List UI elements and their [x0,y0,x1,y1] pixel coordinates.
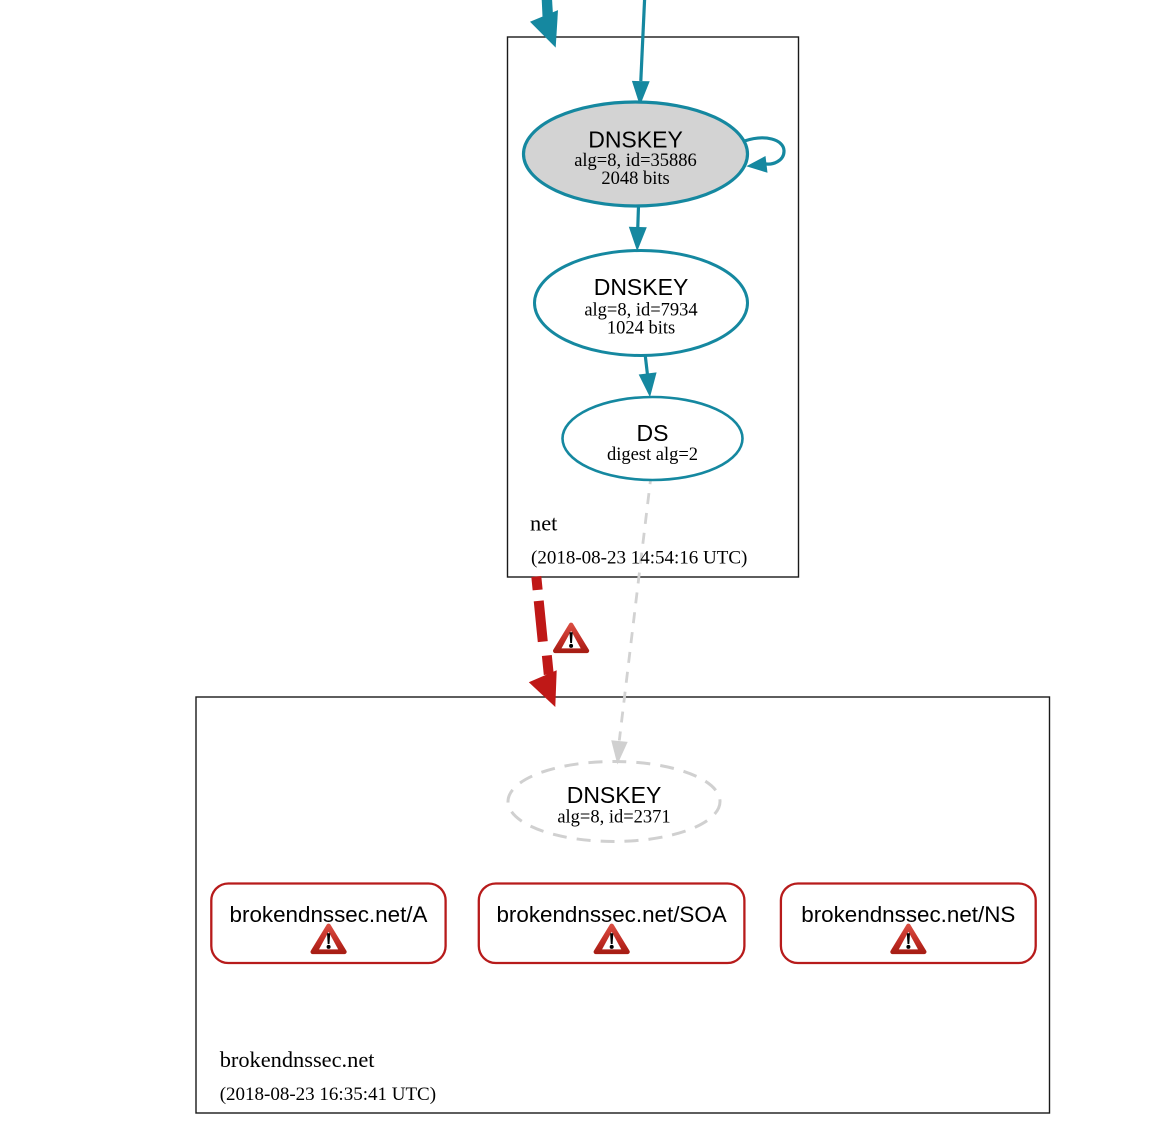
svg-text:digest alg=2: digest alg=2 [607,445,698,465]
svg-text:(2018-08-23 16:35:41 UTC): (2018-08-23 16:35:41 UTC) [220,1084,436,1105]
svg-text:1024 bits: 1024 bits [607,319,675,339]
svg-text:alg=8, id=35886: alg=8, id=35886 [574,151,697,171]
svg-text:(2018-08-23 14:54:16 UTC): (2018-08-23 14:54:16 UTC) [531,548,747,569]
svg-text:DNSKEY: DNSKEY [588,127,683,153]
svg-text:brokendnssec.net/NS: brokendnssec.net/NS [801,902,1015,927]
svg-text:brokendnssec.net/SOA: brokendnssec.net/SOA [496,902,726,927]
svg-text:DNSKEY: DNSKEY [594,274,689,300]
svg-text:alg=8, id=7934: alg=8, id=7934 [584,301,697,321]
svg-text:2048 bits: 2048 bits [601,169,669,189]
svg-text:brokendnssec.net: brokendnssec.net [220,1047,376,1072]
svg-text:DS: DS [637,420,669,446]
svg-text:alg=8, id=2371: alg=8, id=2371 [557,808,670,828]
svg-text:net: net [530,511,558,536]
svg-text:DNSKEY: DNSKEY [567,782,662,808]
svg-text:brokendnssec.net/A: brokendnssec.net/A [230,902,428,927]
